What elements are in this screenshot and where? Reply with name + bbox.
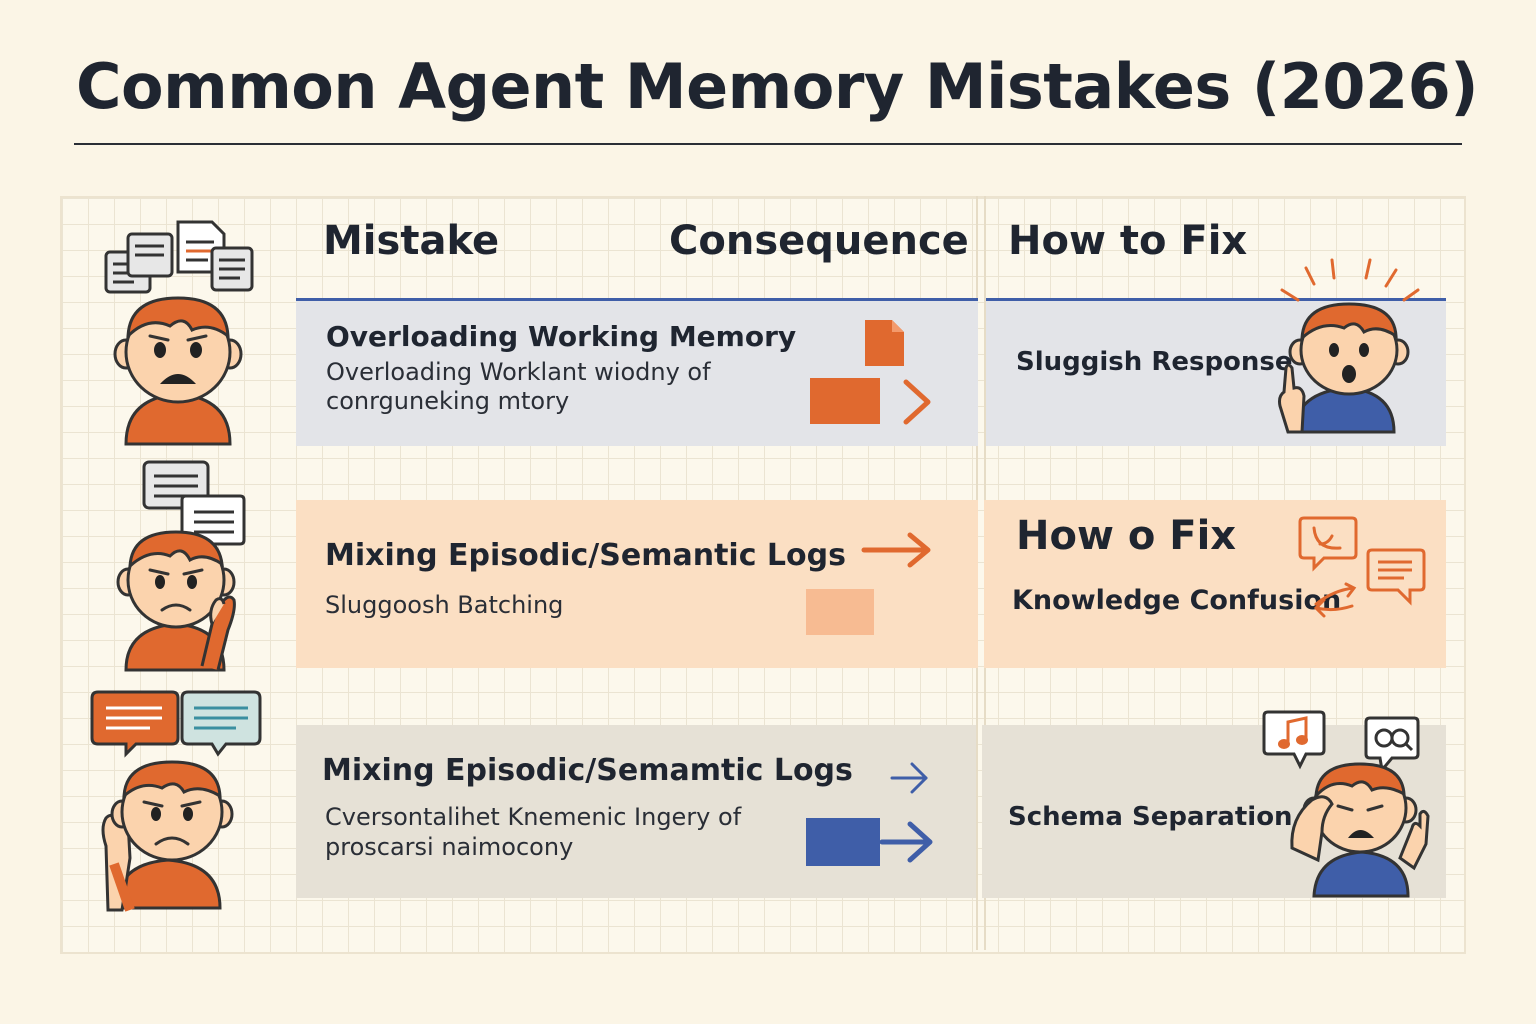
blue-block [806,818,880,866]
page-title: Common Agent Memory Mistakes (2026) [76,50,1479,123]
music-note-icon [1278,716,1308,749]
chat-bubble-icon [1298,516,1358,572]
search-icon [1374,728,1414,752]
row2-fix-heading: How o Fix [1016,513,1237,559]
arrow-right-icon [879,821,933,863]
row3-mistake-title: Mixing Episodic/Semamtic Logs [322,753,853,788]
orange-block [810,378,880,424]
arrow-right-icon [903,379,931,425]
row2-mistake-title: Mixing Episodic/Semantic Logs [325,538,846,573]
surprised-person-icon [1278,258,1420,434]
header-fix: How to Fix [1008,218,1248,264]
peach-block [806,589,874,635]
row3-mistake-cell [296,725,976,898]
document-icon [865,320,904,366]
row1-fix-text: Sluggish Response [1016,347,1293,377]
arrow-right-icon [861,532,931,568]
row3-fix-text: Schema Separation [1008,802,1293,832]
chat-bubble-icon [1366,548,1426,606]
crying-person-icon [1262,710,1430,898]
row3-desc-line2: proscarsi naimocony [325,833,574,861]
swap-arrows-icon [1313,582,1357,618]
row2-fix-text: Knowledge Confusion [1012,585,1342,616]
row1-mistake-title: Overloading Working Memory [326,320,797,353]
sad-person-icon [90,690,262,912]
row1-desc-line2: conrgunеking mtory [326,387,570,415]
row1-desc-line1: Overloading Worklаnt wiodny of [326,358,711,386]
row2-mistake-cell [296,500,978,668]
frustrated-person-icon [104,220,254,446]
header-consequence: Consequence [669,218,969,264]
title-divider [74,143,1462,145]
arrow-right-icon [890,762,928,794]
row2-desc-line1: Sluggoosh Batching [325,591,564,619]
worried-person-icon [116,460,246,672]
row3-desc-line1: Cversontalihet Knemenic Ingery of [325,803,742,831]
header-mistake: Mistake [323,218,500,264]
